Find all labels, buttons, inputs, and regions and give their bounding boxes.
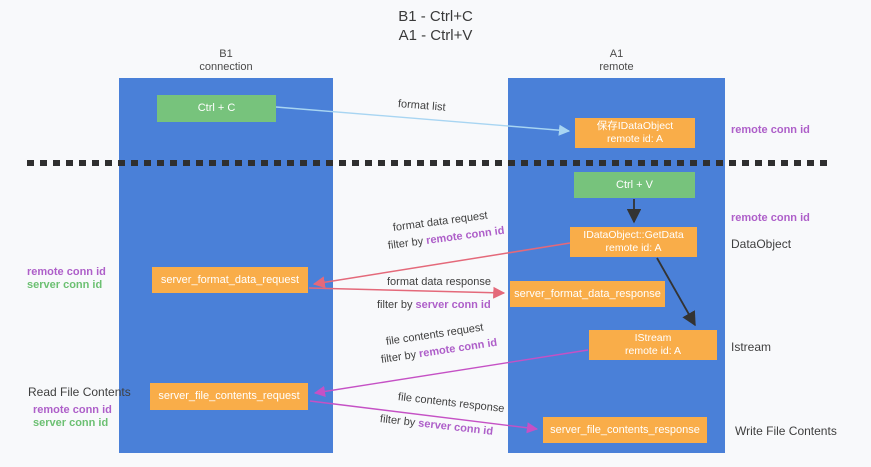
node-save-idataobject: 保存IDataObject remote id: A bbox=[575, 118, 695, 148]
node-file-request-label: server_file_contents_request bbox=[158, 390, 300, 402]
side-istream: Istream bbox=[731, 340, 772, 354]
node-istream-line1: IStream bbox=[634, 332, 672, 344]
side-read-file-contents: Read File Contents bbox=[28, 385, 131, 399]
label-format-data-response: format data response bbox=[387, 276, 491, 288]
lane-b1-role: connection bbox=[199, 61, 253, 73]
lane-header-a1: A1 remote bbox=[508, 48, 725, 74]
node-server-format-data-response: server_format_data_response bbox=[510, 281, 665, 307]
node-idataobject-getdata: IDataObject::GetData remote id: A bbox=[570, 227, 697, 257]
node-getdata-line1: IDataObject::GetData bbox=[583, 229, 684, 241]
node-server-file-contents-response: server_file_contents_response bbox=[543, 417, 707, 443]
node-ctrl-v: Ctrl + V bbox=[574, 172, 695, 198]
arrow-format-data-response bbox=[308, 286, 506, 299]
node-format-request-label: server_format_data_request bbox=[160, 273, 300, 286]
node-server-format-data-request: server_format_data_request bbox=[152, 267, 308, 293]
side-remote-conn-id-left-2: remote conn id bbox=[33, 404, 112, 416]
node-getdata-line2: remote id: A bbox=[605, 242, 662, 254]
filter-by-text: filter by bbox=[377, 299, 416, 311]
side-remote-conn-id-mid: remote conn id bbox=[731, 212, 810, 224]
side-remote-conn-id-left-1: remote conn id bbox=[27, 266, 106, 278]
node-save-idataobject-line1: 保存IDataObject bbox=[596, 120, 674, 132]
title-line-a1: A1 - Ctrl+V bbox=[398, 27, 473, 44]
lane-a1-name: A1 bbox=[609, 48, 624, 60]
arrow-format-list bbox=[275, 106, 571, 136]
lane-b1-name: B1 bbox=[219, 48, 233, 60]
lane-a1-role: remote bbox=[599, 61, 634, 73]
lane-header-b1: B1 connection bbox=[119, 48, 333, 74]
side-server-conn-id-left-1: server conn id bbox=[27, 279, 103, 291]
label-filter-server-1: filter by server conn id bbox=[377, 299, 491, 311]
arrow-getdata-to-istream bbox=[656, 257, 696, 327]
side-server-conn-id-left-2: server conn id bbox=[33, 417, 109, 429]
side-dataobject: DataObject bbox=[731, 237, 792, 251]
node-ctrl-v-label: Ctrl + V bbox=[616, 178, 653, 191]
side-remote-conn-id-top: remote conn id bbox=[731, 124, 810, 136]
arrow-format-data-request bbox=[312, 242, 571, 289]
side-conn-ids-left-2: remote conn id server conn id bbox=[33, 404, 112, 430]
node-istream-line2: remote id: A bbox=[624, 345, 682, 357]
node-file-response-label: server_file_contents_response bbox=[550, 423, 700, 436]
title-line-b1: B1 - Ctrl+C bbox=[398, 8, 473, 25]
node-save-idataobject-line2: remote id: A bbox=[606, 133, 664, 145]
side-conn-ids-left-1: remote conn id server conn id bbox=[27, 266, 106, 292]
arrow-file-contents-request bbox=[313, 349, 589, 397]
node-istream: IStream remote id: A bbox=[589, 330, 717, 360]
arrow-file-contents-response bbox=[309, 400, 539, 434]
node-server-file-contents-request: server_file_contents_request bbox=[150, 383, 308, 410]
server-conn-id-text: server conn id bbox=[415, 299, 491, 311]
diagram-title: B1 - Ctrl+C A1 - Ctrl+V bbox=[0, 7, 871, 45]
node-ctrl-c: Ctrl + C bbox=[157, 95, 276, 122]
node-ctrl-c-label: Ctrl + C bbox=[197, 102, 236, 114]
node-format-response-label: server_format_data_response bbox=[514, 287, 661, 300]
phase-divider-dashed-line bbox=[27, 160, 830, 166]
side-write-file-contents: Write File Contents bbox=[735, 424, 837, 438]
